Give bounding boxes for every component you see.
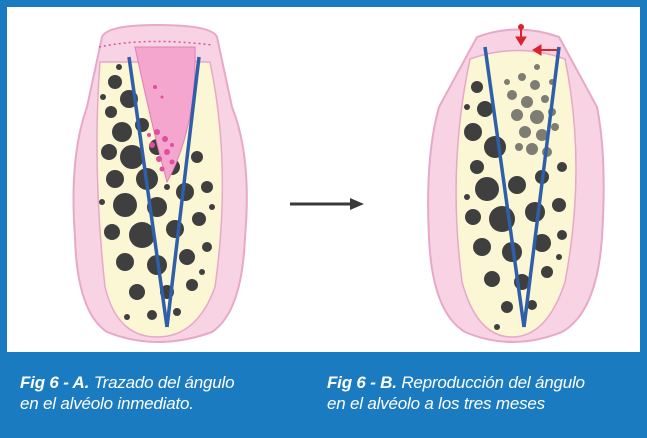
- alveolus-immediate: [74, 25, 247, 342]
- caption-a-text2: en el alvéolo inmediato.: [20, 393, 300, 414]
- caption-b-text1: Reproducción del ángulo: [401, 373, 584, 392]
- caption-a-label: Fig 6 - A.: [20, 373, 89, 392]
- transition-arrow: [290, 198, 364, 210]
- caption-b-label: Fig 6 - B.: [327, 373, 397, 392]
- caption-b-text2: en el alvéolo a los tres meses: [327, 393, 627, 414]
- alveolus-three-months: [428, 25, 604, 343]
- caption-a-text1: Trazado del ángulo: [94, 373, 235, 392]
- illustration-panel: [7, 7, 640, 352]
- caption-b-line1: Fig 6 - B. Reproducción del ángulo: [327, 372, 627, 393]
- caption-fig-6b: Fig 6 - B. Reproducción del ángulo en el…: [327, 372, 627, 414]
- caption-fig-6a: Fig 6 - A. Trazado del ángulo en el alvé…: [20, 372, 300, 414]
- caption-a-line1: Fig 6 - A. Trazado del ángulo: [20, 372, 300, 393]
- illustration-svg: [7, 7, 640, 352]
